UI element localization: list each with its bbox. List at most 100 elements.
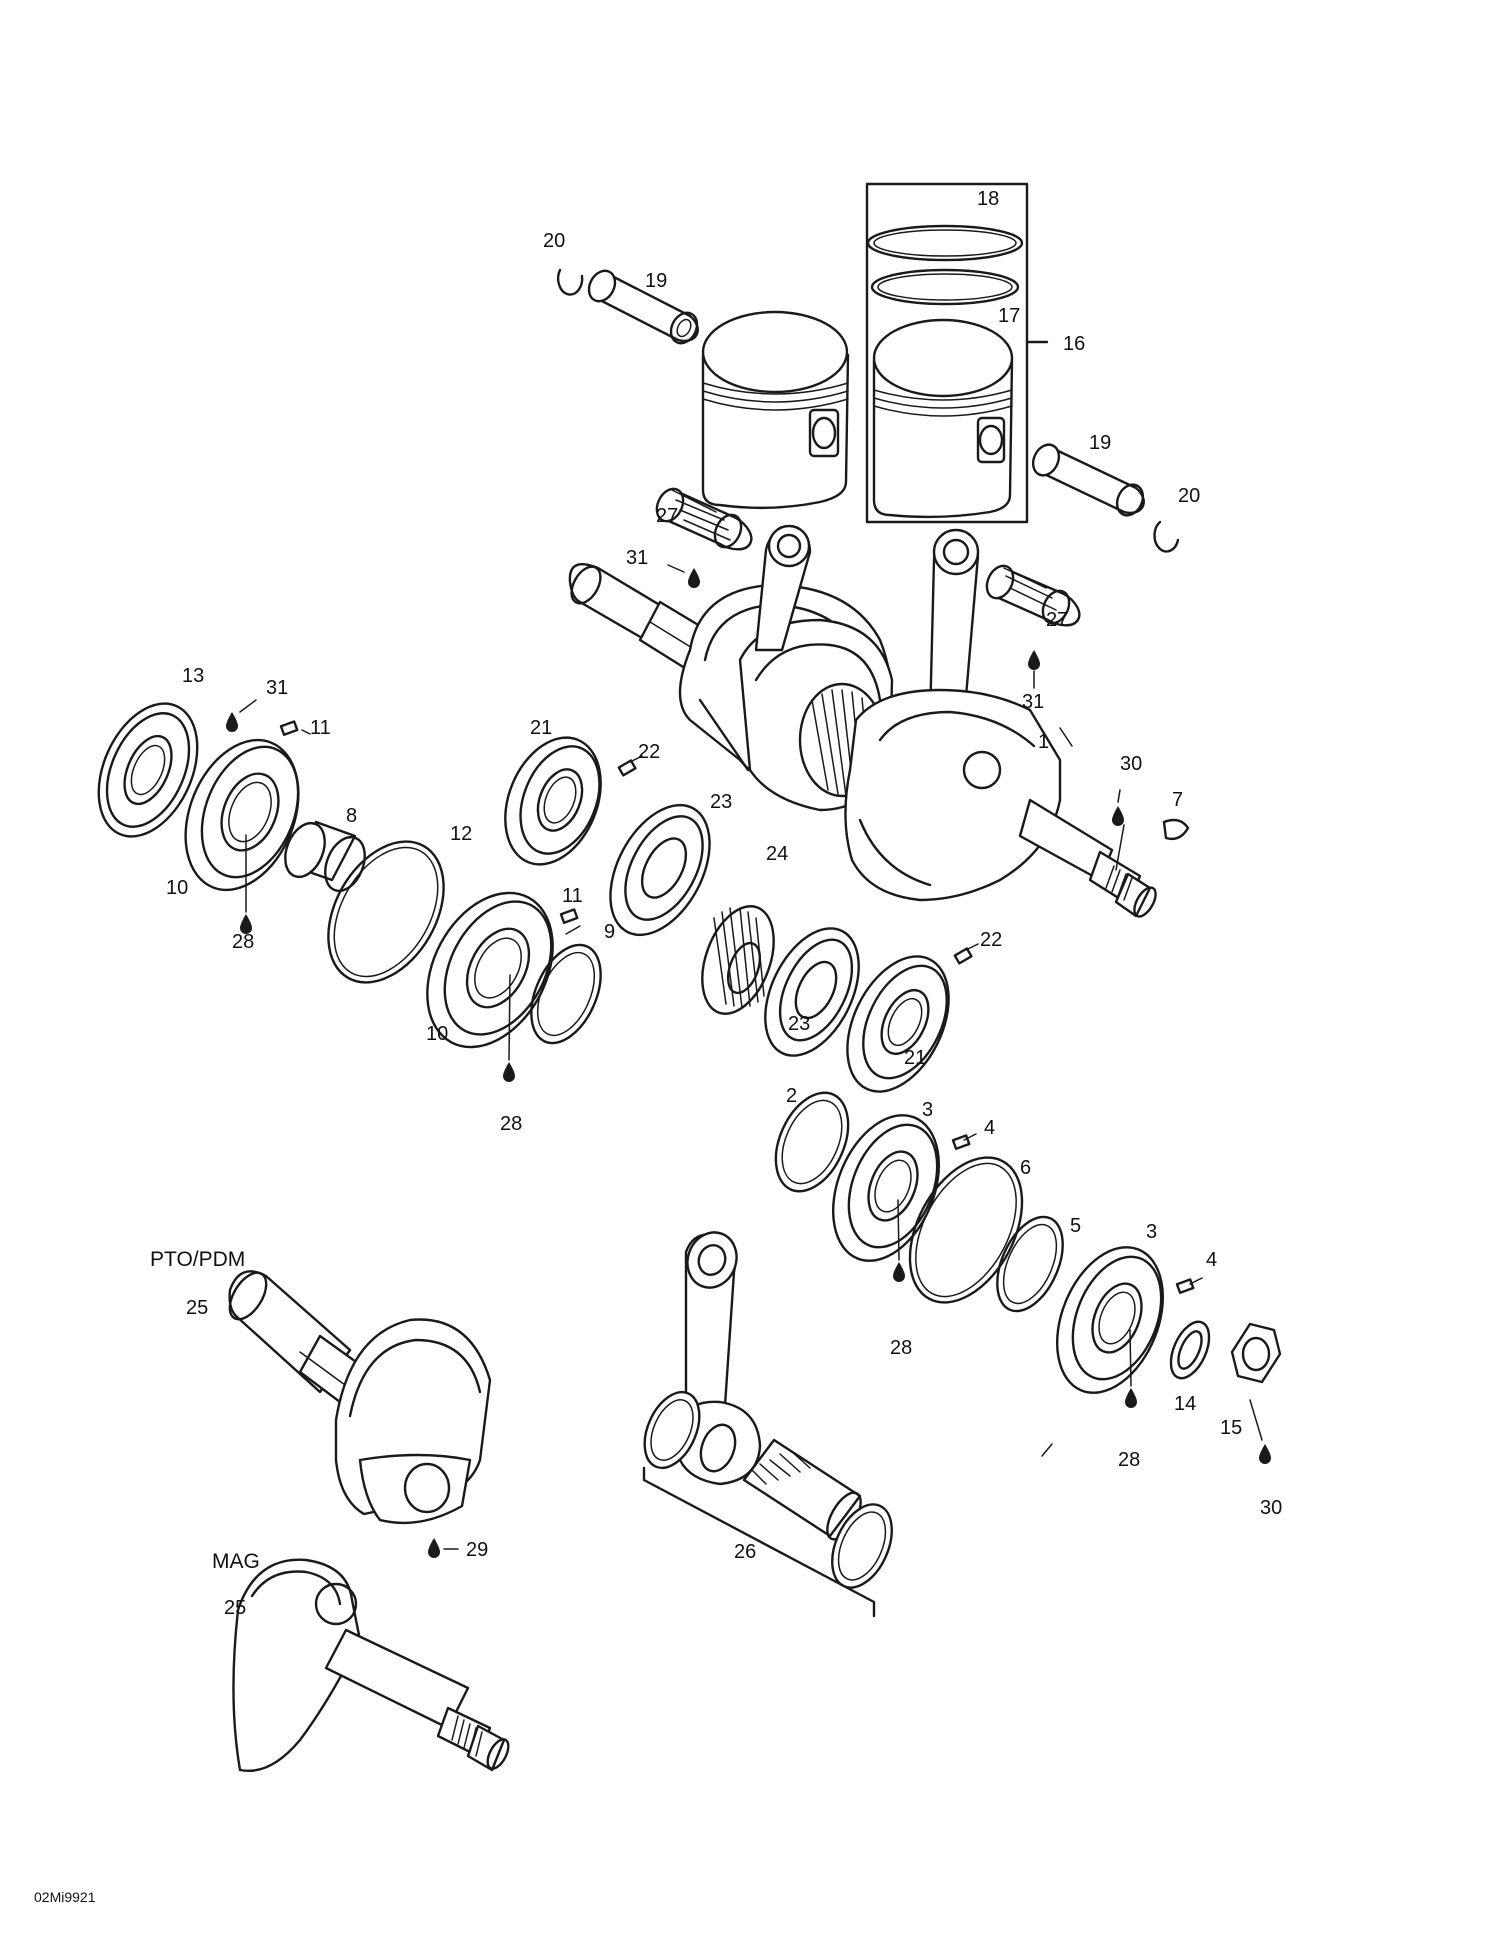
label-28-right-upper: 28	[890, 1337, 912, 1359]
label-19-top: 19	[645, 270, 667, 292]
label-5: 5	[1070, 1215, 1081, 1237]
label-31-top: 31	[626, 547, 648, 569]
label-18: 18	[977, 188, 999, 210]
shim-9	[530, 943, 602, 1045]
ball-bearing-10-center	[426, 891, 554, 1049]
woodruff-key-7	[1162, 818, 1190, 841]
label-13: 13	[182, 665, 204, 687]
label-23-lower: 23	[788, 1013, 810, 1035]
o-ring-12	[327, 840, 445, 984]
label-28-center: 28	[500, 1113, 522, 1135]
ball-bearing-10-left	[184, 738, 300, 892]
label-30-top: 30	[1120, 753, 1142, 775]
label-15: 15	[1220, 1417, 1242, 1439]
oil-drop-31-top	[667, 564, 700, 588]
o-ring-6	[908, 1156, 1024, 1304]
oil-seal-23-lower	[764, 927, 860, 1057]
label-21-upper: 21	[530, 717, 552, 739]
label-8: 8	[346, 805, 357, 827]
label-4-lower: 4	[1206, 1249, 1217, 1271]
label-2: 2	[786, 1085, 797, 1107]
label-26: 26	[734, 1541, 756, 1563]
oil-drop-31-right	[1028, 650, 1040, 689]
oil-drop-28-b	[503, 1062, 515, 1082]
label-25-mag: 25	[224, 1597, 246, 1619]
label-31-right: 31	[1022, 691, 1044, 713]
label-22-lower: 22	[980, 929, 1002, 951]
pto-half-crankshaft	[228, 1270, 492, 1525]
label-10-left: 10	[166, 877, 188, 899]
label-16: 16	[1063, 333, 1085, 355]
piston-pin-left	[587, 269, 699, 345]
label-6: 6	[1020, 1157, 1031, 1179]
piston-right	[872, 318, 1014, 519]
piston-left	[701, 310, 850, 510]
caption-mag: MAG	[212, 1550, 260, 1573]
label-7: 7	[1172, 789, 1183, 811]
piston-ring-lower	[870, 268, 1020, 306]
needle-bearing-right	[985, 564, 1081, 627]
label-20-top: 20	[543, 230, 565, 252]
oil-drop-30-nut	[1249, 1399, 1271, 1464]
label-22-upper: 22	[638, 741, 660, 763]
label-3-lower: 3	[1146, 1221, 1157, 1243]
oil-drop-28-c	[893, 1262, 905, 1282]
piston-kit-box	[865, 182, 1049, 524]
part-number-labels: 18 17 16 20 19 19 20 27 31 27 31 13 31 1…	[166, 188, 1282, 1619]
crankshaft-assembly	[568, 524, 1157, 918]
oil-drop-29	[428, 1538, 459, 1558]
dowel-pin-22-lower	[953, 947, 973, 965]
dowel-pin-22-upper	[617, 759, 637, 777]
dowel-pin-11-center	[559, 908, 579, 924]
dowel-pin-4-upper	[951, 1134, 971, 1150]
needle-bearing-left	[655, 487, 753, 551]
connecting-rod-kit-26	[642, 1231, 893, 1618]
label-27-right: 27	[1046, 609, 1068, 631]
dowel-pin-4-lower	[1175, 1278, 1195, 1294]
label-20-right: 20	[1178, 485, 1200, 507]
dowel-pin-11-left	[279, 720, 299, 736]
oil-drop-31-left	[226, 699, 257, 732]
label-21-lower: 21	[904, 1047, 926, 1069]
ball-bearing-21-lower	[846, 955, 950, 1093]
spacer-ring-8	[284, 820, 366, 893]
piston-ring-upper	[866, 224, 1024, 262]
label-27-left: 27	[656, 505, 678, 527]
mag-half-crankshaft	[232, 1558, 510, 1773]
label-10-center: 10	[426, 1023, 448, 1045]
oil-drop-30-crank	[1112, 789, 1124, 826]
label-25-pto: 25	[186, 1297, 208, 1319]
label-24: 24	[766, 843, 788, 865]
label-12: 12	[450, 823, 472, 845]
oil-drop-28-a	[240, 914, 252, 934]
oil-drop-28-d	[1125, 1388, 1137, 1408]
oil-seal-13	[97, 702, 199, 838]
leader-lines	[245, 727, 1203, 1457]
piston-pin-right	[1031, 443, 1145, 517]
circlip-left	[556, 268, 584, 296]
label-9: 9	[604, 921, 615, 943]
label-28-left: 28	[232, 931, 254, 953]
label-3-upper: 3	[922, 1099, 933, 1121]
label-17: 17	[998, 305, 1020, 327]
figure-code: 02Mi9921	[34, 1889, 96, 1905]
label-4-upper: 4	[984, 1117, 995, 1139]
label-23-upper: 23	[710, 791, 732, 813]
label-19-right: 19	[1089, 432, 1111, 454]
ball-bearing-21-upper	[504, 736, 602, 866]
circlip-right	[1153, 520, 1180, 553]
label-28-right-lower: 28	[1118, 1449, 1140, 1471]
lock-washer-14	[1169, 1320, 1211, 1380]
shim-5	[996, 1215, 1064, 1313]
ball-bearing-3-lower	[1055, 1246, 1165, 1394]
label-30-bottom: 30	[1260, 1497, 1282, 1519]
label-31-left: 31	[266, 677, 288, 699]
label-1: 1	[1038, 731, 1049, 753]
label-11-left: 11	[310, 717, 331, 739]
nut-15	[1230, 1322, 1282, 1384]
oil-seal-23-upper	[609, 803, 711, 937]
label-11-center: 11	[562, 885, 583, 907]
drive-gear-24	[701, 905, 775, 1015]
shim-2	[774, 1091, 850, 1193]
